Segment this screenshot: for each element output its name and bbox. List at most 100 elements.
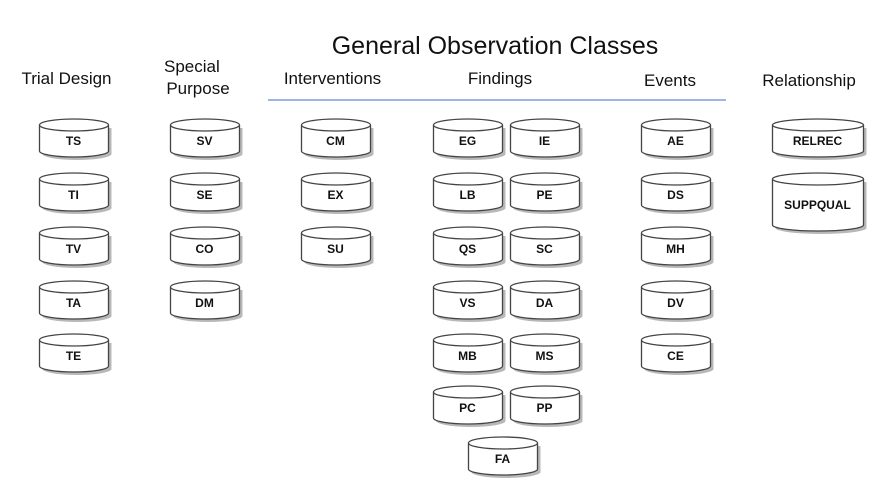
cylinder-body xyxy=(640,287,712,320)
domain-label: CO xyxy=(195,242,214,256)
cylinder-shape xyxy=(300,172,374,214)
cylinder-top xyxy=(300,118,372,132)
domain-label: EG xyxy=(458,134,477,148)
domain-label: SC xyxy=(536,242,553,256)
cylinder-top xyxy=(38,226,110,240)
domain-label: AE xyxy=(667,134,684,148)
cylinder-shape xyxy=(169,118,243,160)
header-interventions: Interventions xyxy=(283,69,382,88)
cylinder-shape xyxy=(509,172,583,214)
cylinder-top xyxy=(300,226,372,240)
cylinder-top xyxy=(38,333,110,347)
general-classes-divider xyxy=(268,99,726,101)
cylinder-top xyxy=(432,226,504,240)
domain-cylinder-lb: LB xyxy=(432,172,507,216)
domain-cylinder-ae: AE xyxy=(640,118,715,162)
domain-label: SE xyxy=(196,188,213,202)
domain-label: LB xyxy=(459,188,476,202)
domain-label: DV xyxy=(667,296,684,310)
cylinder-shape xyxy=(169,172,243,214)
cylinder-body xyxy=(509,340,581,373)
cylinder-shape xyxy=(38,226,112,268)
cylinder-body xyxy=(640,233,712,266)
cylinder-shape xyxy=(432,172,506,214)
cylinder-top xyxy=(640,280,712,294)
cylinder-top xyxy=(169,118,241,132)
domain-cylinder-ds: DS xyxy=(640,172,715,216)
header-trial-design: Trial Design xyxy=(21,69,112,88)
domain-label: TI xyxy=(68,188,79,202)
cylinder-body xyxy=(300,179,372,212)
cylinder-shape xyxy=(169,280,243,322)
domain-cylinder-ie: IE xyxy=(509,118,584,162)
domain-cylinder-da: DA xyxy=(509,280,584,324)
cylinder-body xyxy=(38,340,110,373)
cylinder-top xyxy=(432,118,504,132)
domain-label: MS xyxy=(535,349,554,363)
cylinder-top xyxy=(467,436,539,450)
domain-label: TV xyxy=(65,242,82,256)
domain-label: DM xyxy=(195,296,214,310)
cylinder-top xyxy=(169,172,241,186)
domain-label: RELREC xyxy=(792,134,843,148)
cylinder-shape xyxy=(509,280,583,322)
cylinder-body xyxy=(432,179,504,212)
cylinder-body xyxy=(432,125,504,158)
cylinder-shape xyxy=(509,118,583,160)
cylinder-top xyxy=(509,280,581,294)
cylinder-top xyxy=(509,118,581,132)
header-findings: Findings xyxy=(467,69,533,88)
cylinder-top xyxy=(509,226,581,240)
header-special-purpose: Special Purpose xyxy=(150,56,246,100)
cylinder-body xyxy=(38,125,110,158)
domain-label: EX xyxy=(327,188,344,202)
cylinder-body xyxy=(509,179,581,212)
domain-label: DS xyxy=(667,188,684,202)
domain-cylinder-tv: TV xyxy=(38,226,113,270)
domain-cylinder-fa: FA xyxy=(467,436,542,480)
cylinder-top xyxy=(38,280,110,294)
domain-label: CM xyxy=(326,134,345,148)
domain-cylinder-se: SE xyxy=(169,172,244,216)
domain-cylinder-ex: EX xyxy=(300,172,375,216)
cylinder-shape xyxy=(300,226,374,268)
cylinder-top xyxy=(300,172,372,186)
cylinder-body xyxy=(169,233,241,266)
domain-cylinder-ms: MS xyxy=(509,333,584,377)
header-events: Events xyxy=(644,71,696,90)
domain-cylinder-suppqual: SUPPQUAL xyxy=(771,172,868,236)
domain-label: TS xyxy=(65,134,82,148)
cylinder-body xyxy=(38,233,110,266)
cylinder-shape xyxy=(467,436,541,478)
cylinder-top xyxy=(169,226,241,240)
cylinder-top xyxy=(640,333,712,347)
cylinder-shape xyxy=(300,118,374,160)
domain-label: VS xyxy=(459,296,476,310)
cylinder-shape xyxy=(771,118,867,160)
domain-cylinder-eg: EG xyxy=(432,118,507,162)
domain-label: CE xyxy=(667,349,684,363)
cylinder-top xyxy=(509,333,581,347)
cylinder-shape xyxy=(169,226,243,268)
cylinder-top xyxy=(169,280,241,294)
domain-cylinder-pe: PE xyxy=(509,172,584,216)
cylinder-shape xyxy=(432,118,506,160)
domain-cylinder-cm: CM xyxy=(300,118,375,162)
cylinder-shape xyxy=(509,385,583,427)
cylinder-top xyxy=(432,385,504,399)
cylinder-top xyxy=(771,172,865,186)
domain-label: PE xyxy=(536,188,553,202)
cylinder-body xyxy=(169,179,241,212)
domain-label: IE xyxy=(538,134,551,148)
domain-label: SUPPQUAL xyxy=(784,198,851,212)
domain-cylinder-ce: CE xyxy=(640,333,715,377)
cylinder-shape xyxy=(38,118,112,160)
cylinder-body xyxy=(169,287,241,320)
cylinder-body xyxy=(509,392,581,425)
domain-cylinder-ta: TA xyxy=(38,280,113,324)
cylinder-top xyxy=(509,385,581,399)
cylinder-shape xyxy=(640,172,714,214)
cylinder-body xyxy=(640,179,712,212)
cylinder-body xyxy=(771,179,865,232)
cylinder-body xyxy=(38,179,110,212)
